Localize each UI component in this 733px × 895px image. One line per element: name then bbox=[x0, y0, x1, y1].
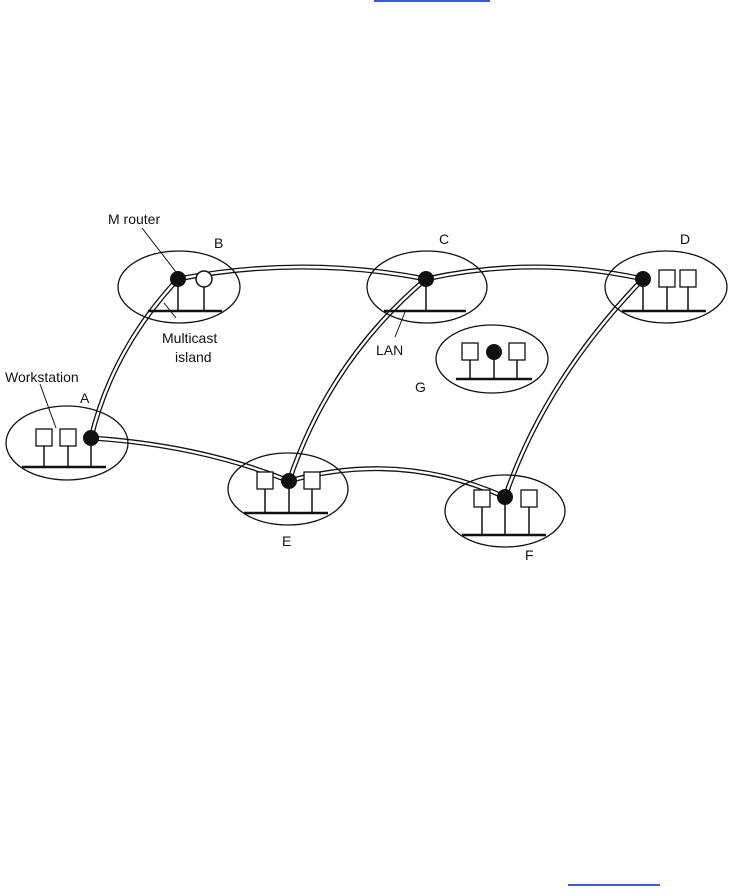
workstation-label: Workstation bbox=[5, 369, 79, 385]
workstation-box bbox=[257, 472, 273, 489]
island-b bbox=[118, 251, 240, 323]
island-label-c: C bbox=[439, 231, 449, 247]
workstation-box bbox=[659, 270, 675, 287]
m-router-pointer bbox=[142, 228, 176, 272]
router-node bbox=[486, 344, 502, 360]
workstation-box bbox=[462, 343, 478, 360]
island-f bbox=[445, 475, 565, 547]
island-c bbox=[367, 251, 487, 323]
workstation-box bbox=[509, 343, 525, 360]
island-label-g: G bbox=[415, 379, 426, 395]
tunnel-c-e-inner bbox=[289, 279, 426, 481]
router-node bbox=[418, 271, 434, 287]
island-label-f: F bbox=[525, 547, 534, 563]
router-node bbox=[83, 430, 99, 446]
m-router-label: M router bbox=[108, 211, 160, 227]
tunnel-c-e bbox=[289, 279, 426, 481]
island-label-e: E bbox=[282, 533, 291, 549]
island-label-a: A bbox=[80, 390, 90, 406]
multicast-label-line2: island bbox=[175, 349, 212, 365]
workstation-box bbox=[60, 429, 76, 446]
workstation-box bbox=[474, 490, 490, 507]
router-node bbox=[635, 271, 651, 287]
workstation-box bbox=[680, 270, 696, 287]
multicast-label-line1: Multicast bbox=[162, 330, 217, 346]
island-d bbox=[605, 251, 727, 323]
workstation-box bbox=[521, 490, 537, 507]
island-a bbox=[6, 406, 128, 480]
workstation-box bbox=[36, 429, 52, 446]
router-node bbox=[497, 489, 513, 505]
workstation-pointer bbox=[40, 384, 56, 428]
router-node-open bbox=[196, 271, 212, 287]
tunnels bbox=[91, 267, 643, 497]
workstation-box bbox=[304, 472, 320, 489]
lan-pointer bbox=[395, 312, 405, 337]
island-label-b: B bbox=[214, 235, 223, 251]
router-node bbox=[281, 473, 297, 489]
island-label-d: D bbox=[680, 231, 690, 247]
island-g bbox=[436, 325, 548, 393]
lan-label: LAN bbox=[376, 342, 403, 358]
m-router-node bbox=[170, 271, 186, 287]
island-e bbox=[228, 453, 348, 525]
